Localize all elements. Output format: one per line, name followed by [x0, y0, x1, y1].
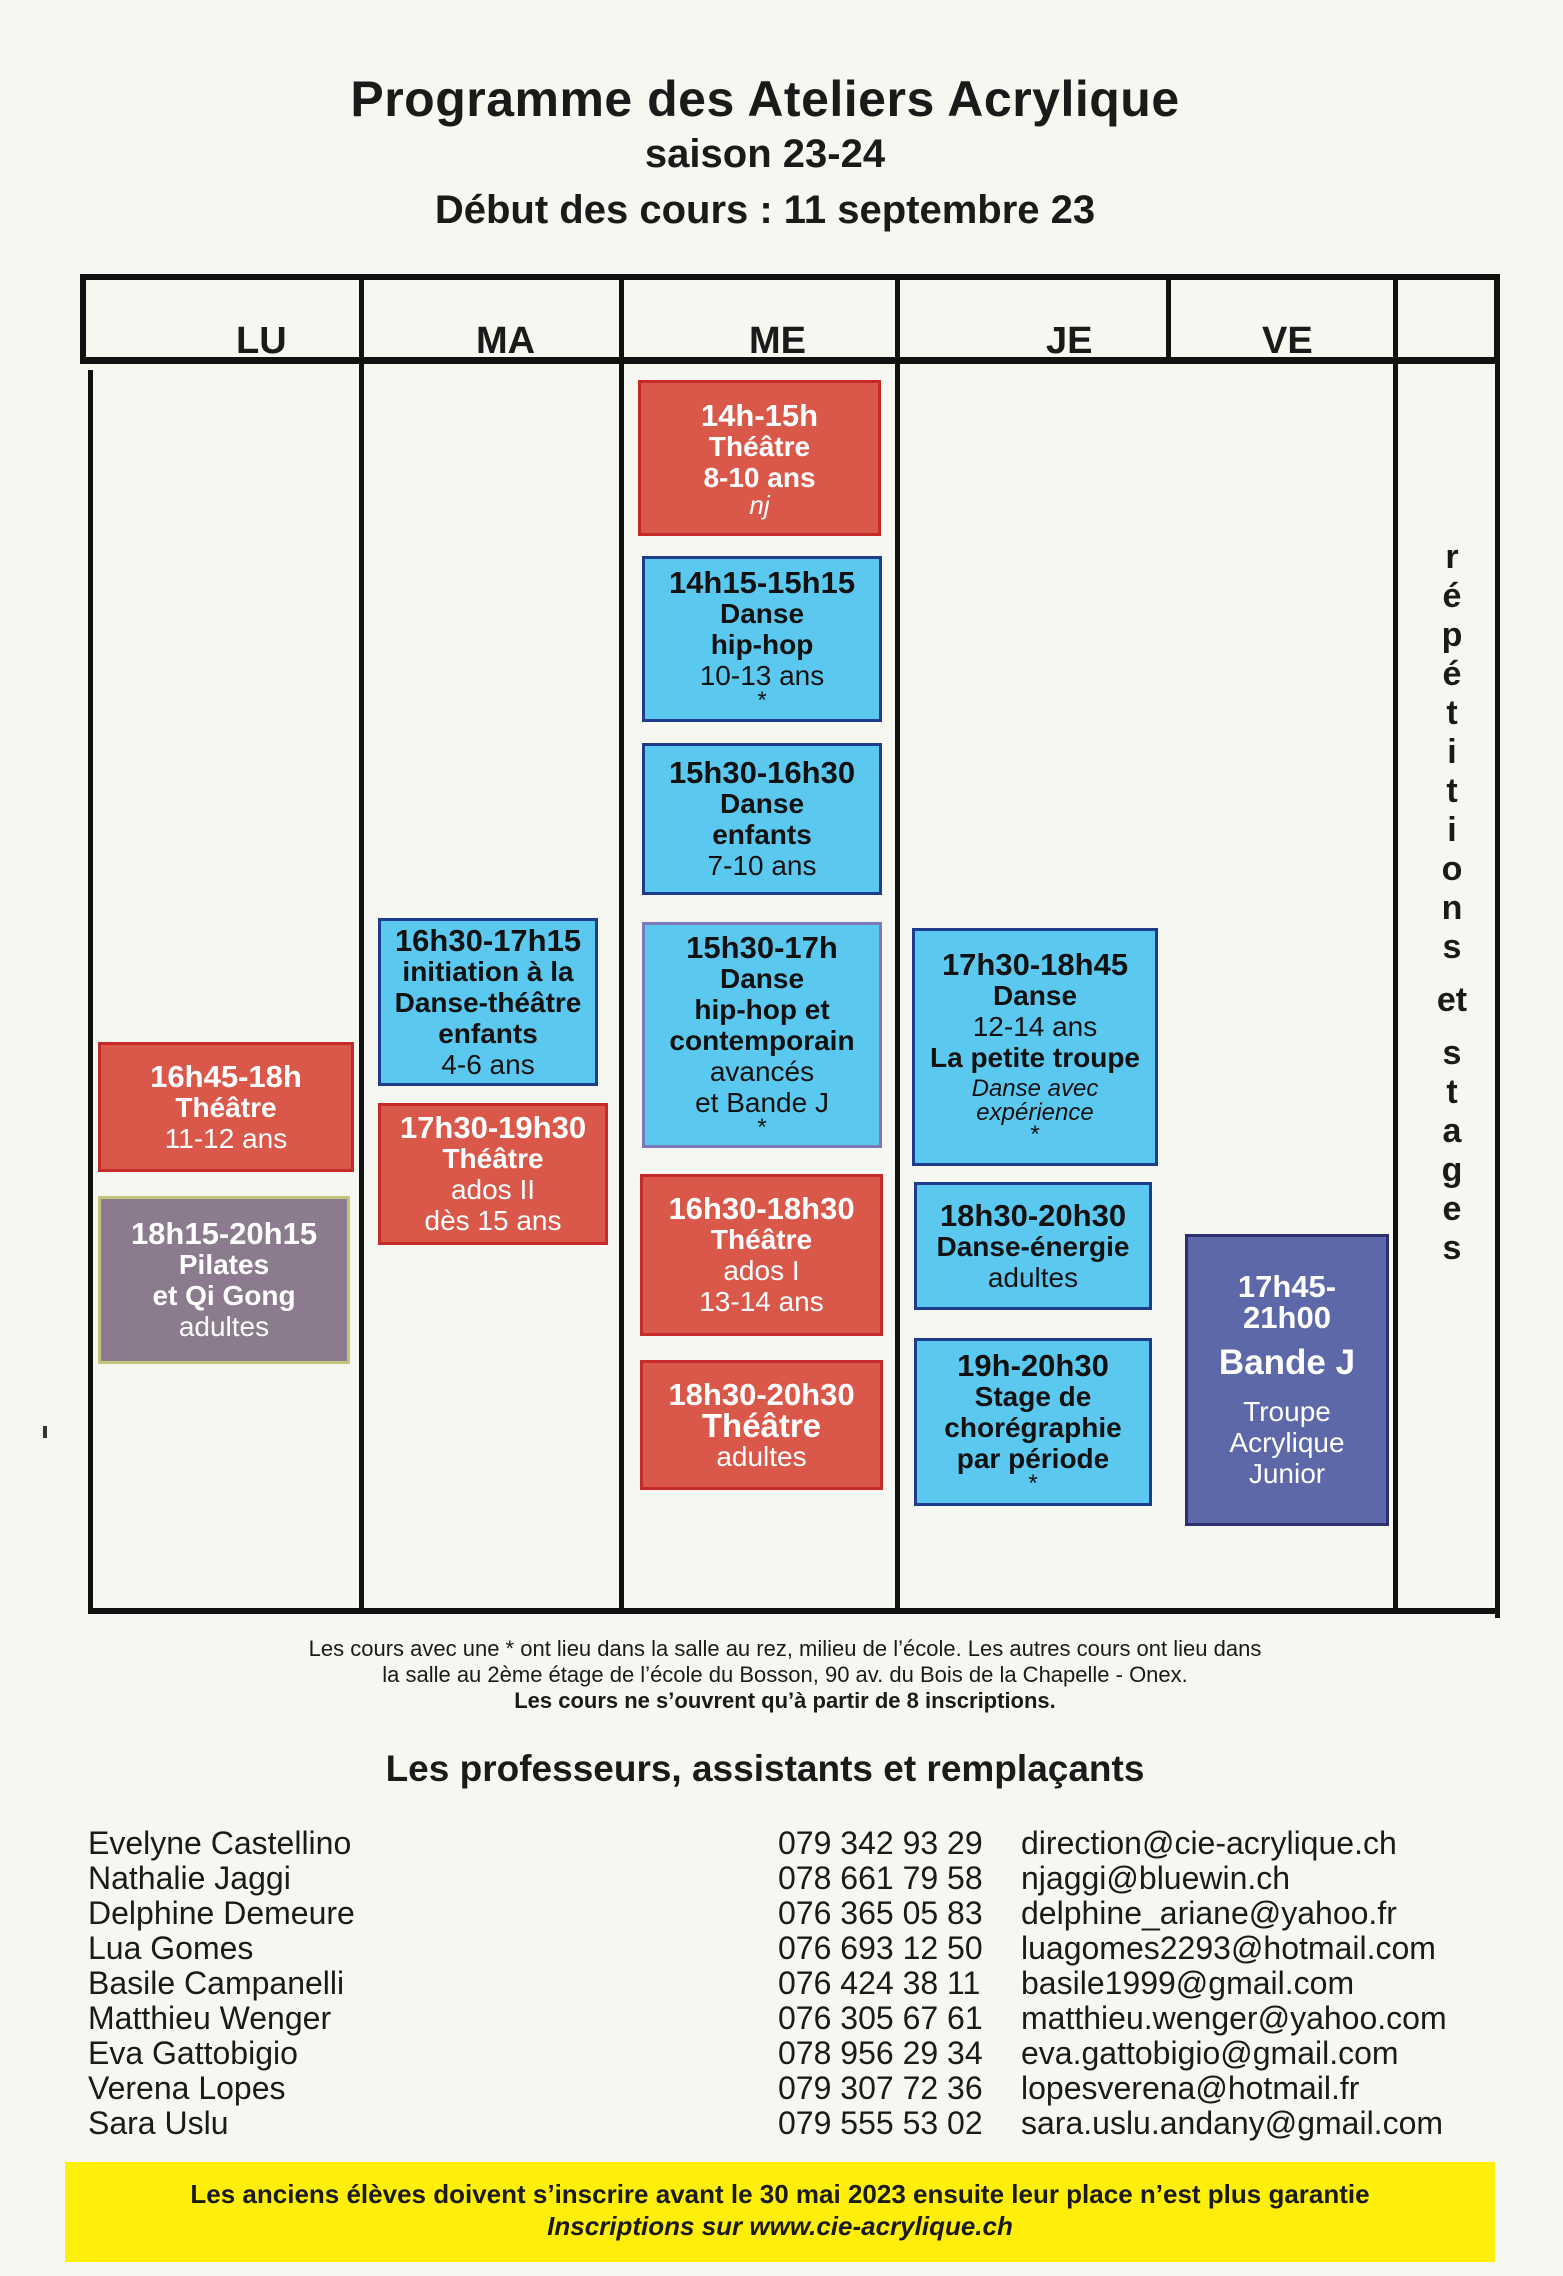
registration-link[interactable]: Inscriptions sur www.cie-acrylique.ch — [547, 2211, 1013, 2241]
course-je-danse-energie: 18h30-20h30 Danse-énergie adultes — [914, 1182, 1152, 1310]
course-lu-pilates: 18h15-20h15 Pilates et Qi Gong adultes — [98, 1196, 350, 1364]
column-divider — [895, 274, 900, 1614]
table-bottom-border — [92, 1608, 1500, 1614]
course-me-danse-enfants: 15h30-16h30 Danse enfants 7-10 ans — [642, 743, 882, 895]
table-left-border — [88, 370, 93, 1614]
course-ma-danse-theatre: 16h30-17h15 initiation à la Danse-théâtr… — [378, 918, 598, 1086]
column-divider — [359, 274, 364, 1614]
course-je-danse-petite-troupe: 17h30-18h45 Danse 12-14 ans La petite tr… — [912, 928, 1158, 1166]
side-text-repetitions-stages: r é p é t i t i o n s et s t a g e s — [1436, 538, 1468, 1267]
course-me-hiphop: 14h15-15h15 Danse hip-hop 10-13 ans * — [642, 556, 882, 722]
day-ve: VE — [1262, 320, 1313, 362]
column-divider — [1166, 274, 1171, 364]
start-date: Début des cours : 11 septembre 23 — [434, 188, 1096, 232]
course-lu-theatre: 16h45-18h Théâtre 11-12 ans — [98, 1042, 354, 1172]
teachers-heading: Les professeurs, assistants et remplaçan… — [385, 1748, 1145, 1789]
schedule-notes: Les cours avec une * ont lieu dans la sa… — [308, 1636, 1262, 1713]
course-ma-theatre: 17h30-19h30 Théâtre ados II dès 15 ans — [378, 1103, 608, 1245]
column-divider — [1393, 274, 1398, 1614]
course-me-theatre-8-10: 14h-15h Théâtre 8-10 ans nj — [638, 380, 881, 536]
course-je-stage-choregraphie: 19h-20h30 Stage de chorégraphie par péri… — [914, 1338, 1152, 1506]
course-me-theatre-ados: 16h30-18h30 Théâtre ados I 13-14 ans — [640, 1174, 883, 1336]
page-title: Programme des Ateliers Acrylique — [350, 71, 1180, 127]
days-header-row: LU MA ME JE VE — [80, 274, 1500, 364]
column-divider — [619, 274, 624, 1614]
season-subtitle: saison 23-24 — [644, 132, 886, 176]
day-ma: MA — [476, 320, 536, 362]
course-me-hiphop-contemporain: 15h30-17h Danse hip-hop et contemporain … — [642, 922, 882, 1148]
course-ve-bande-j: 17h45- 21h00 Bande J Troupe Acrylique Ju… — [1185, 1234, 1389, 1526]
course-me-theatre-adultes: 18h30-20h30 Théâtre adultes — [640, 1360, 883, 1490]
table-right-border — [1495, 364, 1500, 1618]
stray-mark — [43, 1426, 47, 1438]
day-je: JE — [1046, 320, 1093, 362]
registration-banner: Les anciens élèves doivent s’inscrire av… — [65, 2162, 1495, 2262]
day-me: ME — [749, 320, 806, 362]
day-lu: LU — [236, 320, 287, 362]
